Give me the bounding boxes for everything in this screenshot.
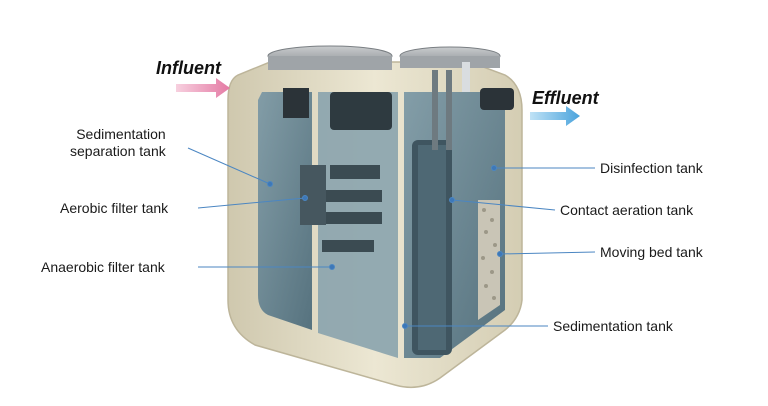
left-chamber bbox=[258, 92, 312, 330]
label-contact-aeration: Contact aeration tank bbox=[560, 202, 694, 218]
influent-label: Influent bbox=[156, 58, 221, 78]
influent-arrow bbox=[176, 78, 230, 98]
label-sedimentation-separation: Sedimentation separation tank bbox=[70, 126, 166, 159]
label-sedimentation: Sedimentation tank bbox=[553, 318, 673, 334]
moving-bed-media bbox=[478, 200, 500, 320]
effluent-arrow bbox=[530, 106, 580, 126]
effluent-label: Effluent bbox=[532, 88, 599, 108]
label-aerobic-filter: Aerobic filter tank bbox=[60, 200, 169, 216]
middle-chamber bbox=[318, 92, 398, 358]
label-disinfection: Disinfection tank bbox=[600, 160, 703, 176]
label-anaerobic-filter: Anaerobic filter tank bbox=[41, 259, 165, 275]
label-moving-bed: Moving bed tank bbox=[600, 244, 703, 260]
